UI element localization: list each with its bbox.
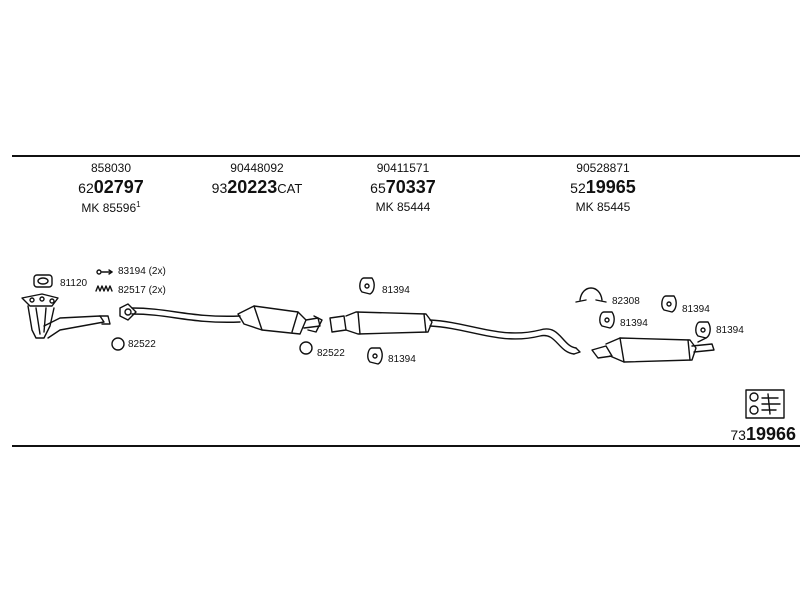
hanger-icon (359, 277, 375, 295)
part-code: 6202797 (78, 177, 144, 197)
clamp-icon (575, 287, 607, 303)
catalytic-converter-icon (237, 305, 323, 335)
part-column-catalyst: 90448092 9320223CAT (172, 162, 342, 201)
label-81394-rear-right: 81394 (716, 325, 744, 336)
label-81394-rear-top: 81394 (682, 304, 710, 315)
clamp-icon (96, 269, 113, 275)
muffler-icon (329, 311, 433, 335)
tail-pipe-icon (429, 319, 577, 349)
intermediate-pipe-icon (131, 307, 241, 317)
label-82517: 82517 (2x) (118, 285, 166, 296)
oe-number: 858030 (90, 161, 132, 175)
part-code: 6570337 (370, 177, 436, 197)
part-column-front-pipe: 858030 6202797 MK 855961 (26, 162, 196, 214)
top-rule (12, 155, 800, 157)
part-code: 5219965 (570, 177, 636, 197)
oe-number: 90528871 (576, 161, 630, 175)
hanger-icon (695, 321, 711, 339)
mk-code: MK 855961 (81, 200, 141, 215)
muffler-icon (591, 337, 715, 363)
hanger-icon (661, 295, 677, 313)
bottom-rule (12, 445, 800, 447)
label-81394-mid-bottom: 81394 (388, 354, 416, 365)
mk-code: MK 85445 (575, 200, 631, 214)
ring-gasket-icon (299, 341, 313, 355)
front-pipe-icon (21, 293, 111, 339)
label-82522-cat: 82522 (317, 348, 345, 359)
oe-number: 90448092 (230, 161, 284, 175)
part-column-middle-silencer: 90411571 6570337 MK 85444 (318, 162, 488, 213)
mk-code: MK 85444 (375, 200, 431, 214)
part-code: 9320223CAT (211, 177, 303, 197)
ring-gasket-icon (111, 337, 125, 351)
label-81394-mid-top: 81394 (382, 285, 410, 296)
spring-icon (95, 285, 113, 292)
gasket-icon (33, 274, 53, 288)
oe-number: 90411571 (376, 161, 430, 175)
label-82522-front: 82522 (128, 339, 156, 350)
hanger-icon (367, 347, 383, 365)
exploded-kit-icon (745, 389, 785, 419)
gasket-icon (119, 303, 137, 321)
label-82308: 82308 (612, 296, 640, 307)
hanger-icon (599, 311, 615, 329)
label-81394-rear-left: 81394 (620, 318, 648, 329)
label-83194: 83194 (2x) (118, 266, 166, 277)
reference-number: 7319966 (730, 424, 796, 444)
label-81120: 81120 (60, 278, 88, 289)
part-column-rear-silencer: 90528871 5219965 MK 85445 (518, 162, 688, 213)
